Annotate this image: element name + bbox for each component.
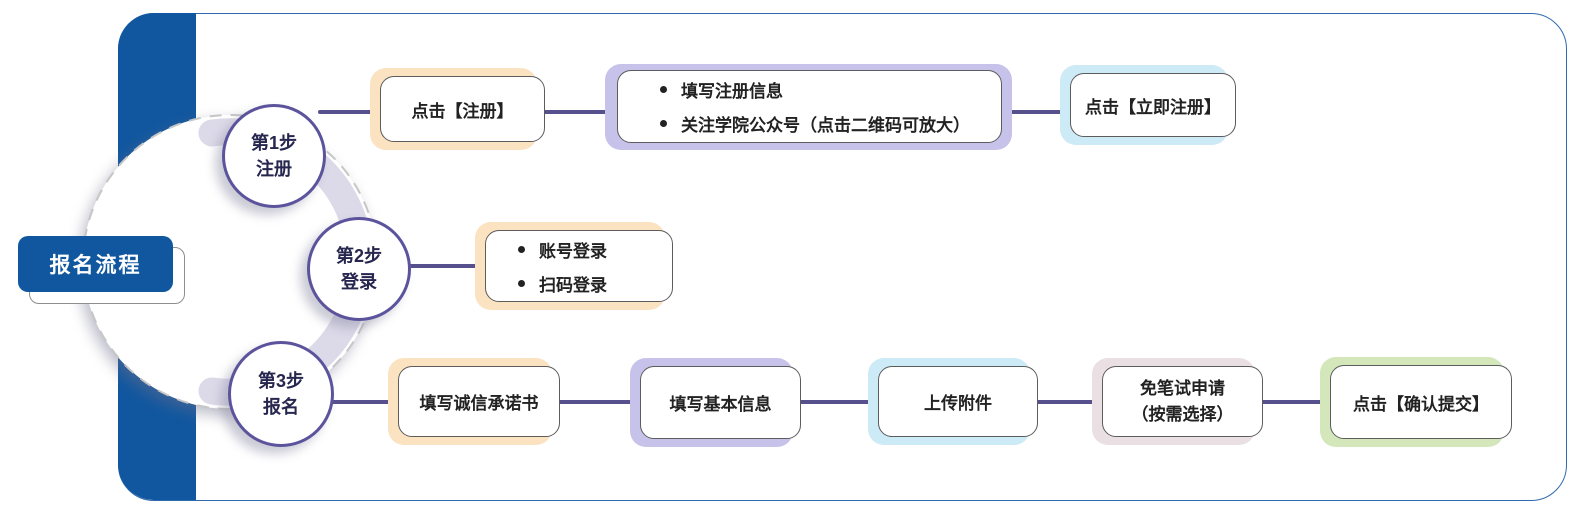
node-click-register-now: 点击【立即注册】 [1060, 65, 1236, 145]
node-click-register-label: 点击【注册】 [380, 76, 545, 142]
bullet-icon [518, 245, 525, 253]
step3-line2: 报名 [263, 397, 299, 417]
node-register-info: 填写注册信息 关注学院公众号（点击二维码可放大） [605, 64, 1012, 150]
step2-line1: 第2步 [335, 245, 382, 266]
step1-line1: 第1步 [250, 132, 297, 153]
node-login-methods: 账号登录 扫码登录 [475, 222, 673, 310]
connector-step2-to-login [400, 264, 482, 268]
step-circle-1: 第1步 注册 [222, 104, 326, 208]
connector-basic-to-upload [793, 400, 874, 404]
connector-upload-to-examfree [1030, 400, 1098, 404]
node-click-register-now-label: 点击【立即注册】 [1070, 73, 1236, 137]
bullet-text: 填写注册信息 [681, 82, 783, 101]
bullet-icon [660, 120, 667, 127]
connector-info-to-register-now [998, 110, 1068, 114]
node-basic-info: 填写基本信息 [630, 358, 801, 447]
node-exam-free-line2: （按需选择） [1131, 404, 1234, 424]
bullet-item: 账号登录 [518, 237, 607, 262]
bullet-item: 填写注册信息 [660, 77, 783, 102]
bullet-item: 关注学院公众号（点击二维码可放大） [660, 111, 970, 136]
node-exam-free-line1: 免笔试申请 [1140, 379, 1225, 398]
step-circle-2: 第2步 登录 [307, 217, 411, 321]
node-integrity-pledge: 填写诚信承诺书 [388, 358, 560, 445]
node-exam-free-application: 免笔试申请 （按需选择） [1092, 358, 1263, 445]
title-badge: 报名流程 [18, 236, 173, 292]
bullet-icon [660, 86, 667, 93]
step2-line2: 登录 [341, 272, 377, 292]
bullet-icon [518, 279, 525, 287]
node-basic-info-label: 填写基本信息 [640, 366, 801, 439]
node-integrity-pledge-label: 填写诚信承诺书 [398, 366, 560, 437]
node-confirm-submit: 点击【确认提交】 [1320, 357, 1512, 447]
node-confirm-submit-label: 点击【确认提交】 [1330, 365, 1512, 439]
bullet-item: 扫码登录 [518, 271, 607, 296]
bullet-text: 账号登录 [539, 241, 607, 261]
connector-step1-to-register [318, 110, 374, 114]
step-circle-3: 第3步 报名 [228, 341, 334, 447]
bullet-text: 扫码登录 [539, 275, 607, 295]
step3-line1: 第3步 [257, 370, 304, 391]
step1-line2: 注册 [256, 159, 292, 179]
connector-integrity-to-basic [552, 400, 636, 404]
connector-examfree-to-confirm [1255, 400, 1326, 404]
node-click-register: 点击【注册】 [370, 68, 545, 150]
node-upload-attachments: 上传附件 [868, 358, 1038, 445]
connector-register-to-info [536, 110, 612, 114]
bullet-text: 关注学院公众号（点击二维码可放大） [681, 116, 970, 135]
node-upload-attachments-label: 上传附件 [878, 366, 1038, 437]
